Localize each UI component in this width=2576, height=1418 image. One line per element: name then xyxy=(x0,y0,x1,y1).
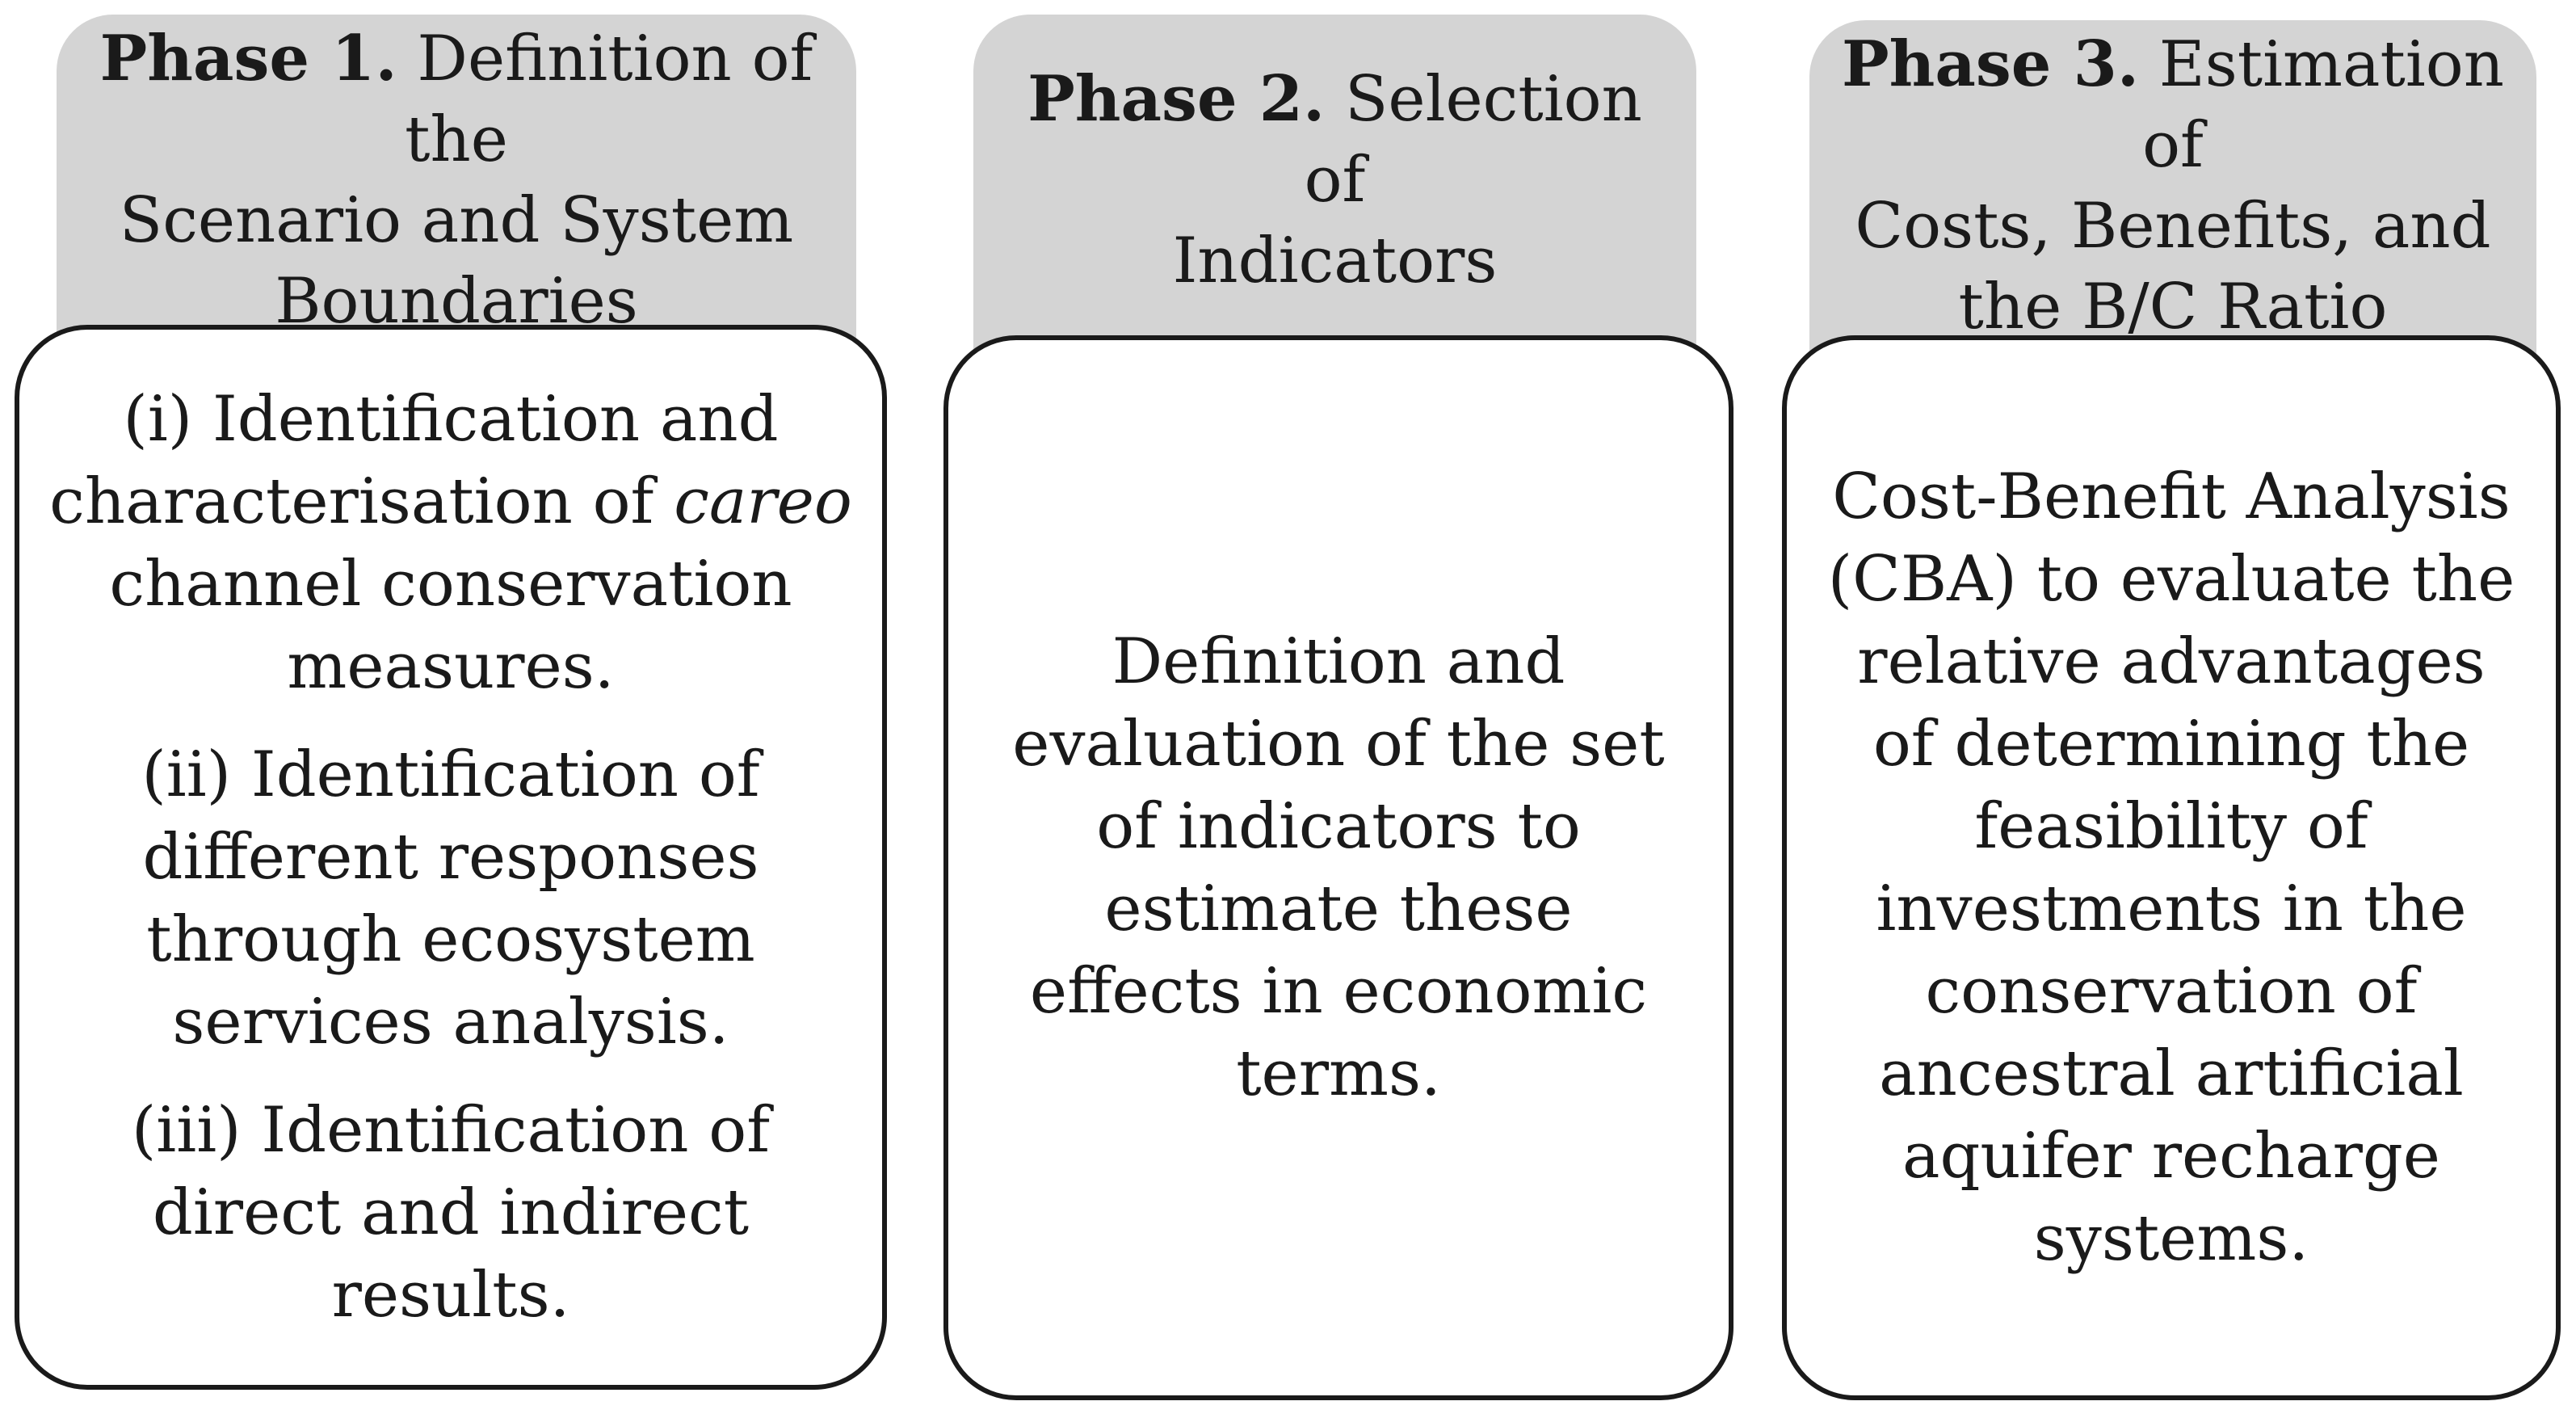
phase-1-item-2: (ii) Identification of different respons… xyxy=(44,734,858,1063)
phase-1-item-3-text: (iii) Identification of direct and indir… xyxy=(131,1094,771,1332)
phase-3-title: Phase 3. Estimation of Costs, Benefits, … xyxy=(1826,24,2520,347)
phase-3-label: Phase 3. xyxy=(1841,27,2139,101)
phase-2-title-line-1: Selection of xyxy=(1304,63,1642,217)
phase-1-item-1-text: (i) Identification and characterisation … xyxy=(49,383,779,538)
phase-3-box: Cost-Benefit Analysis (CBA) to evaluate … xyxy=(1782,335,2561,1400)
phase-1-box: (i) Identification and characterisation … xyxy=(15,325,887,1390)
phase-1-item-1: (i) Identification and characterisation … xyxy=(44,378,858,708)
phase-2-box: Definition and evaluation of the set of … xyxy=(943,335,1733,1400)
phase-2-item-1: Definition and evaluation of the set of … xyxy=(997,621,1680,1115)
phase-3-header: Phase 3. Estimation of Costs, Benefits, … xyxy=(1809,20,2536,360)
phase-1-item-1-text-end: channel conservation measures. xyxy=(109,548,792,703)
phase-2-item-1-text: Definition and evaluation of the set of … xyxy=(1012,625,1665,1110)
phase-2-label: Phase 2. xyxy=(1027,62,1326,136)
phase-1-header: Phase 1. Definition of the Scenario and … xyxy=(57,15,856,354)
phase-1-title-line-2: Scenario and System xyxy=(119,184,794,257)
phase-1-title-line-1: Definition of the xyxy=(405,23,813,176)
phase-3-title-line-1: Estimation of xyxy=(2142,28,2505,182)
phase-1-item-2-text: (ii) Identification of different respons… xyxy=(141,738,760,1058)
phase-1-item-3: (iii) Identification of direct and indir… xyxy=(44,1089,858,1336)
phase-1-title: Phase 1. Definition of the Scenario and … xyxy=(73,19,840,342)
phase-2-header: Phase 2. Selection of Indicators xyxy=(973,15,1696,354)
phase-2-title: Phase 2. Selection of Indicators xyxy=(990,59,1680,301)
phase-3-title-line-2: Costs, Benefits, and xyxy=(1855,190,2491,263)
phase-3-item-1: Cost-Benefit Analysis (CBA) to evaluate … xyxy=(1827,456,2515,1280)
phase-2-title-line-2: Indicators xyxy=(1172,225,1498,297)
phase-1-item-1-emphasis: careo xyxy=(674,465,852,538)
phase-3-title-line-3: the B/C Ratio xyxy=(1958,271,2388,343)
phase-1-label: Phase 1. xyxy=(99,22,397,95)
phase-3-item-1-text: Cost-Benefit Analysis (CBA) to evaluate … xyxy=(1827,461,2515,1275)
